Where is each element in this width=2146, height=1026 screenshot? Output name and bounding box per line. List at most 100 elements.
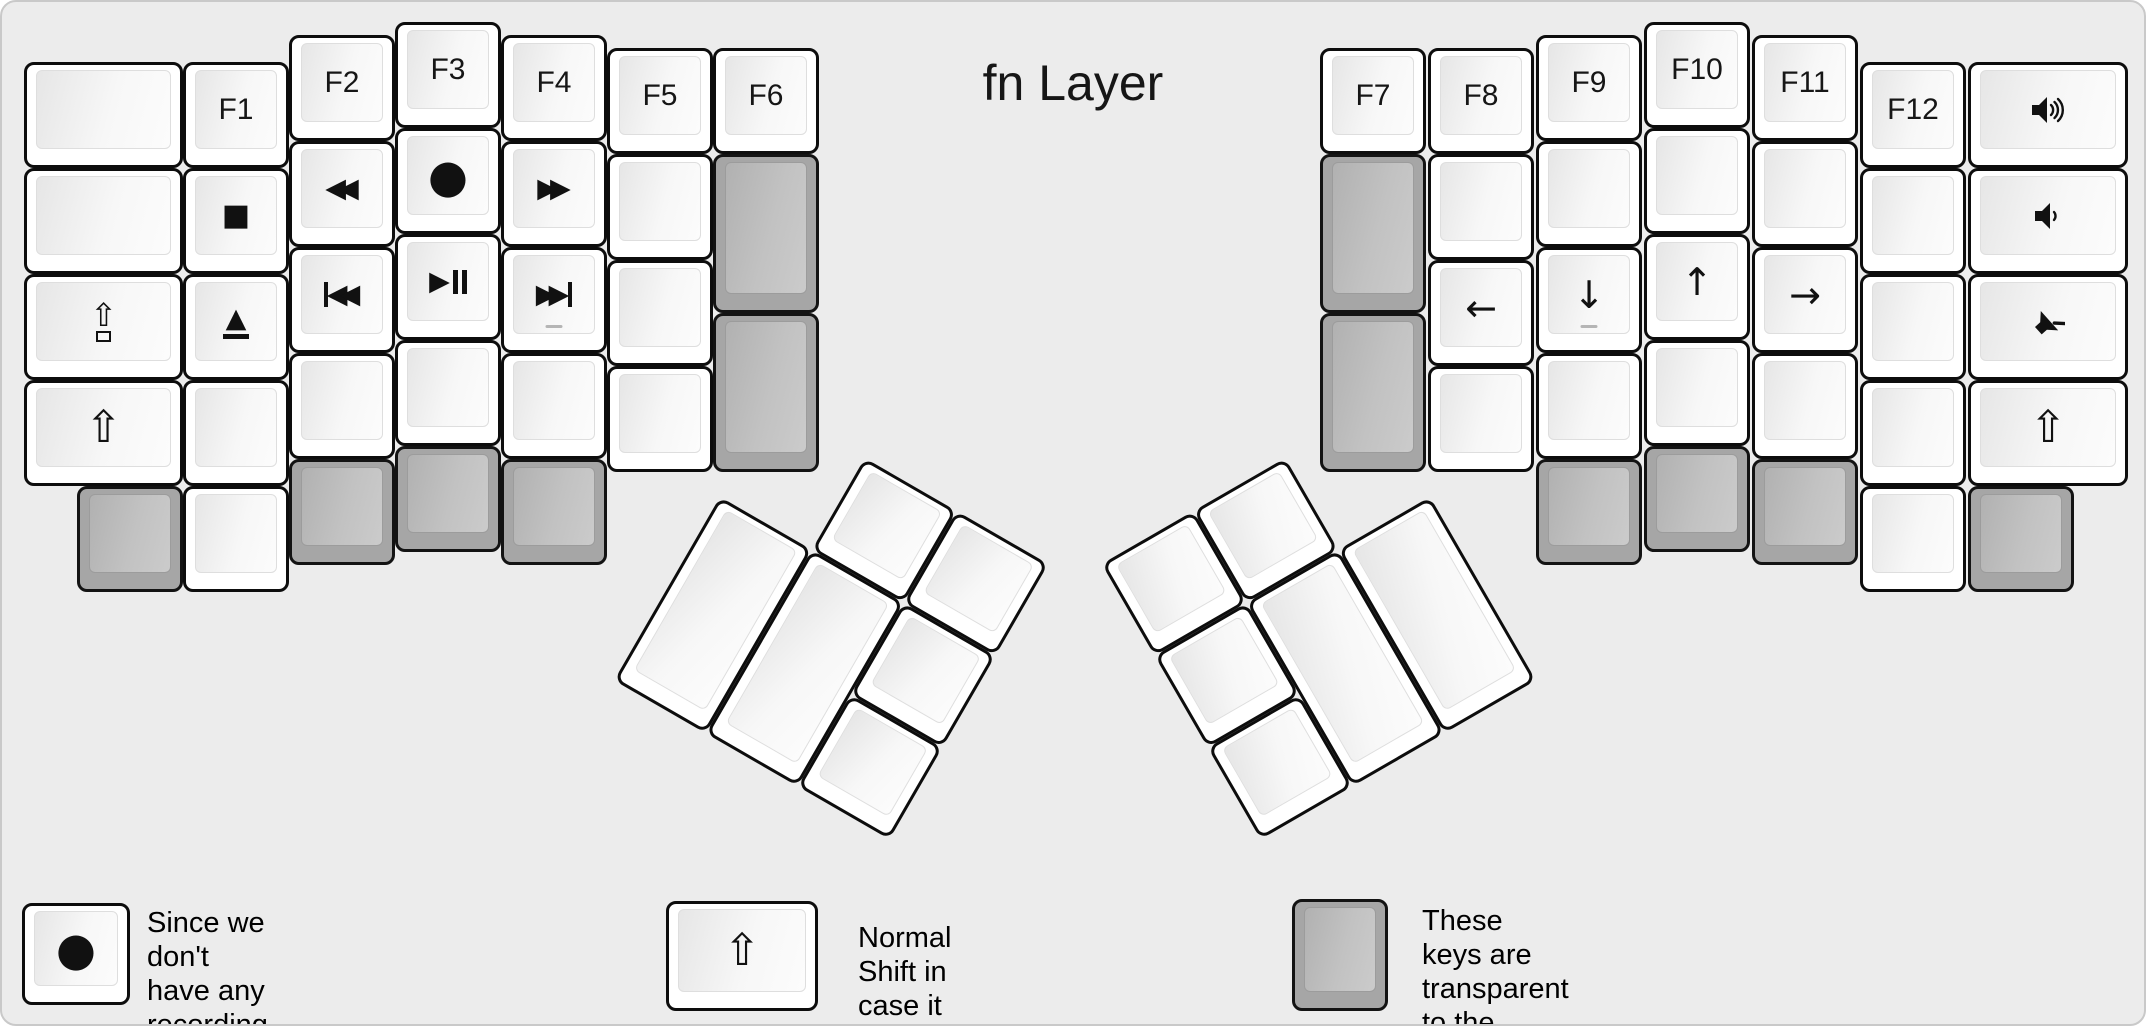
keycap-face bbox=[1440, 162, 1522, 241]
key-transparent[interactable] bbox=[1644, 446, 1750, 552]
key-blank[interactable] bbox=[1536, 141, 1642, 247]
key-fast-forward[interactable]: ▶▶ bbox=[501, 141, 607, 247]
key-stop[interactable]: ■ bbox=[183, 168, 289, 274]
key-caps-lock[interactable]: ⇧ bbox=[24, 274, 183, 380]
key-f3[interactable]: F3 bbox=[395, 22, 501, 128]
key-volume-down[interactable] bbox=[1968, 168, 2128, 274]
key-f5[interactable]: F5 bbox=[607, 48, 713, 154]
keycap-face bbox=[923, 523, 1035, 634]
key-label: F7 bbox=[1355, 78, 1391, 112]
keycap-face: F5 bbox=[619, 56, 701, 135]
key-f12[interactable]: F12 bbox=[1860, 62, 1966, 168]
key-blank[interactable] bbox=[1860, 486, 1966, 592]
keycap-face bbox=[1980, 70, 2116, 149]
key-label: F9 bbox=[1571, 65, 1607, 99]
keycap-face bbox=[1980, 176, 2116, 255]
key-blank[interactable] bbox=[1644, 128, 1750, 234]
keycap-face bbox=[1872, 494, 1954, 573]
key-blank[interactable] bbox=[607, 260, 713, 366]
key-f6[interactable]: F6 bbox=[713, 48, 819, 154]
key-arrow-left[interactable]: ← bbox=[1428, 260, 1534, 366]
key-arrow-up[interactable]: ↑ bbox=[1644, 234, 1750, 340]
keycap-face bbox=[1764, 361, 1846, 440]
key-blank[interactable] bbox=[24, 62, 183, 168]
key-f11[interactable]: F11 bbox=[1752, 35, 1858, 141]
key-transparent[interactable] bbox=[1968, 486, 2074, 592]
key-blank[interactable] bbox=[289, 353, 395, 459]
key-f10[interactable]: F10 bbox=[1644, 22, 1750, 128]
key-transparent[interactable] bbox=[713, 154, 819, 313]
keycap-face: F8 bbox=[1440, 56, 1522, 135]
key-blank[interactable] bbox=[183, 486, 289, 592]
key-label: F5 bbox=[642, 78, 678, 112]
key-transparent[interactable] bbox=[1320, 313, 1426, 472]
key-transparent[interactable] bbox=[77, 486, 183, 592]
keycap-face bbox=[619, 374, 701, 453]
keycap-face: ▶▶ bbox=[513, 149, 595, 228]
key-transparent[interactable] bbox=[289, 459, 395, 565]
key-f7[interactable]: F7 bbox=[1320, 48, 1426, 154]
key-play-pause[interactable]: ▶ bbox=[395, 234, 501, 340]
keycap-face bbox=[301, 467, 383, 546]
key-blank[interactable] bbox=[1860, 274, 1966, 380]
key-blank[interactable] bbox=[607, 366, 713, 472]
key-f2[interactable]: F2 bbox=[289, 35, 395, 141]
keycap-face: ⇧ bbox=[36, 282, 171, 361]
key-volume-mute[interactable] bbox=[1968, 274, 2128, 380]
key-label: F6 bbox=[748, 78, 784, 112]
key-arrow-right[interactable]: → bbox=[1752, 247, 1858, 353]
key-next-track[interactable]: ▶▶ bbox=[501, 247, 607, 353]
key-shift[interactable]: ⇧ bbox=[24, 380, 183, 486]
keycap-face: F6 bbox=[725, 56, 807, 135]
key-arrow-down[interactable]: ↓ bbox=[1536, 247, 1642, 353]
key-transparent[interactable] bbox=[1320, 154, 1426, 313]
key-transparent[interactable] bbox=[501, 459, 607, 565]
key-transparent[interactable] bbox=[713, 313, 819, 472]
key-record[interactable]: ● bbox=[395, 128, 501, 234]
key-shift[interactable]: ⇧ bbox=[1968, 380, 2128, 486]
key-blank[interactable] bbox=[1752, 353, 1858, 459]
key-transparent[interactable] bbox=[1536, 459, 1642, 565]
key-previous-track[interactable]: ◀◀ bbox=[289, 247, 395, 353]
key-blank[interactable] bbox=[607, 154, 713, 260]
key-f4[interactable]: F4 bbox=[501, 35, 607, 141]
keycap-face bbox=[1332, 162, 1414, 294]
key-blank[interactable] bbox=[183, 380, 289, 486]
legend-text: These keys are transparent to the layout… bbox=[1422, 905, 1569, 1026]
key-blank[interactable] bbox=[1428, 154, 1534, 260]
key-transparent[interactable] bbox=[1752, 459, 1858, 565]
key-volume-up[interactable] bbox=[1968, 62, 2128, 168]
key-blank[interactable] bbox=[501, 353, 607, 459]
key-blank[interactable] bbox=[24, 168, 183, 274]
key-f8[interactable]: F8 bbox=[1428, 48, 1534, 154]
key-blank[interactable] bbox=[1860, 380, 1966, 486]
key-blank[interactable] bbox=[1644, 340, 1750, 446]
key-label: F4 bbox=[536, 65, 572, 99]
key-blank[interactable] bbox=[1536, 353, 1642, 459]
keycap-face: F12 bbox=[1872, 70, 1954, 149]
keycap-face bbox=[1548, 361, 1630, 440]
keycap-face: F2 bbox=[301, 43, 383, 122]
key-f9[interactable]: F9 bbox=[1536, 35, 1642, 141]
key-rewind[interactable]: ◀◀ bbox=[289, 141, 395, 247]
volume-mute-icon bbox=[2034, 310, 2065, 334]
key-label: F3 bbox=[430, 52, 466, 86]
eject-icon: ▲ bbox=[223, 305, 249, 339]
key-label: F2 bbox=[324, 65, 360, 99]
key-eject[interactable]: ▲ bbox=[183, 274, 289, 380]
key-label: F10 bbox=[1671, 52, 1723, 86]
key-blank[interactable] bbox=[1428, 366, 1534, 472]
page-title: fn Layer bbox=[982, 55, 1164, 111]
keycap-face: ↑ bbox=[1656, 242, 1738, 321]
key-label: F1 bbox=[218, 92, 254, 126]
volume-down-icon bbox=[2035, 202, 2057, 229]
key-transparent[interactable] bbox=[395, 446, 501, 552]
key-blank[interactable] bbox=[1752, 141, 1858, 247]
keycap-face bbox=[1872, 388, 1954, 467]
keycap-face bbox=[89, 494, 171, 573]
key-blank[interactable] bbox=[395, 340, 501, 446]
key-blank[interactable] bbox=[1860, 168, 1966, 274]
keycap-face: F4 bbox=[513, 43, 595, 122]
key-f1[interactable]: F1 bbox=[183, 62, 289, 168]
